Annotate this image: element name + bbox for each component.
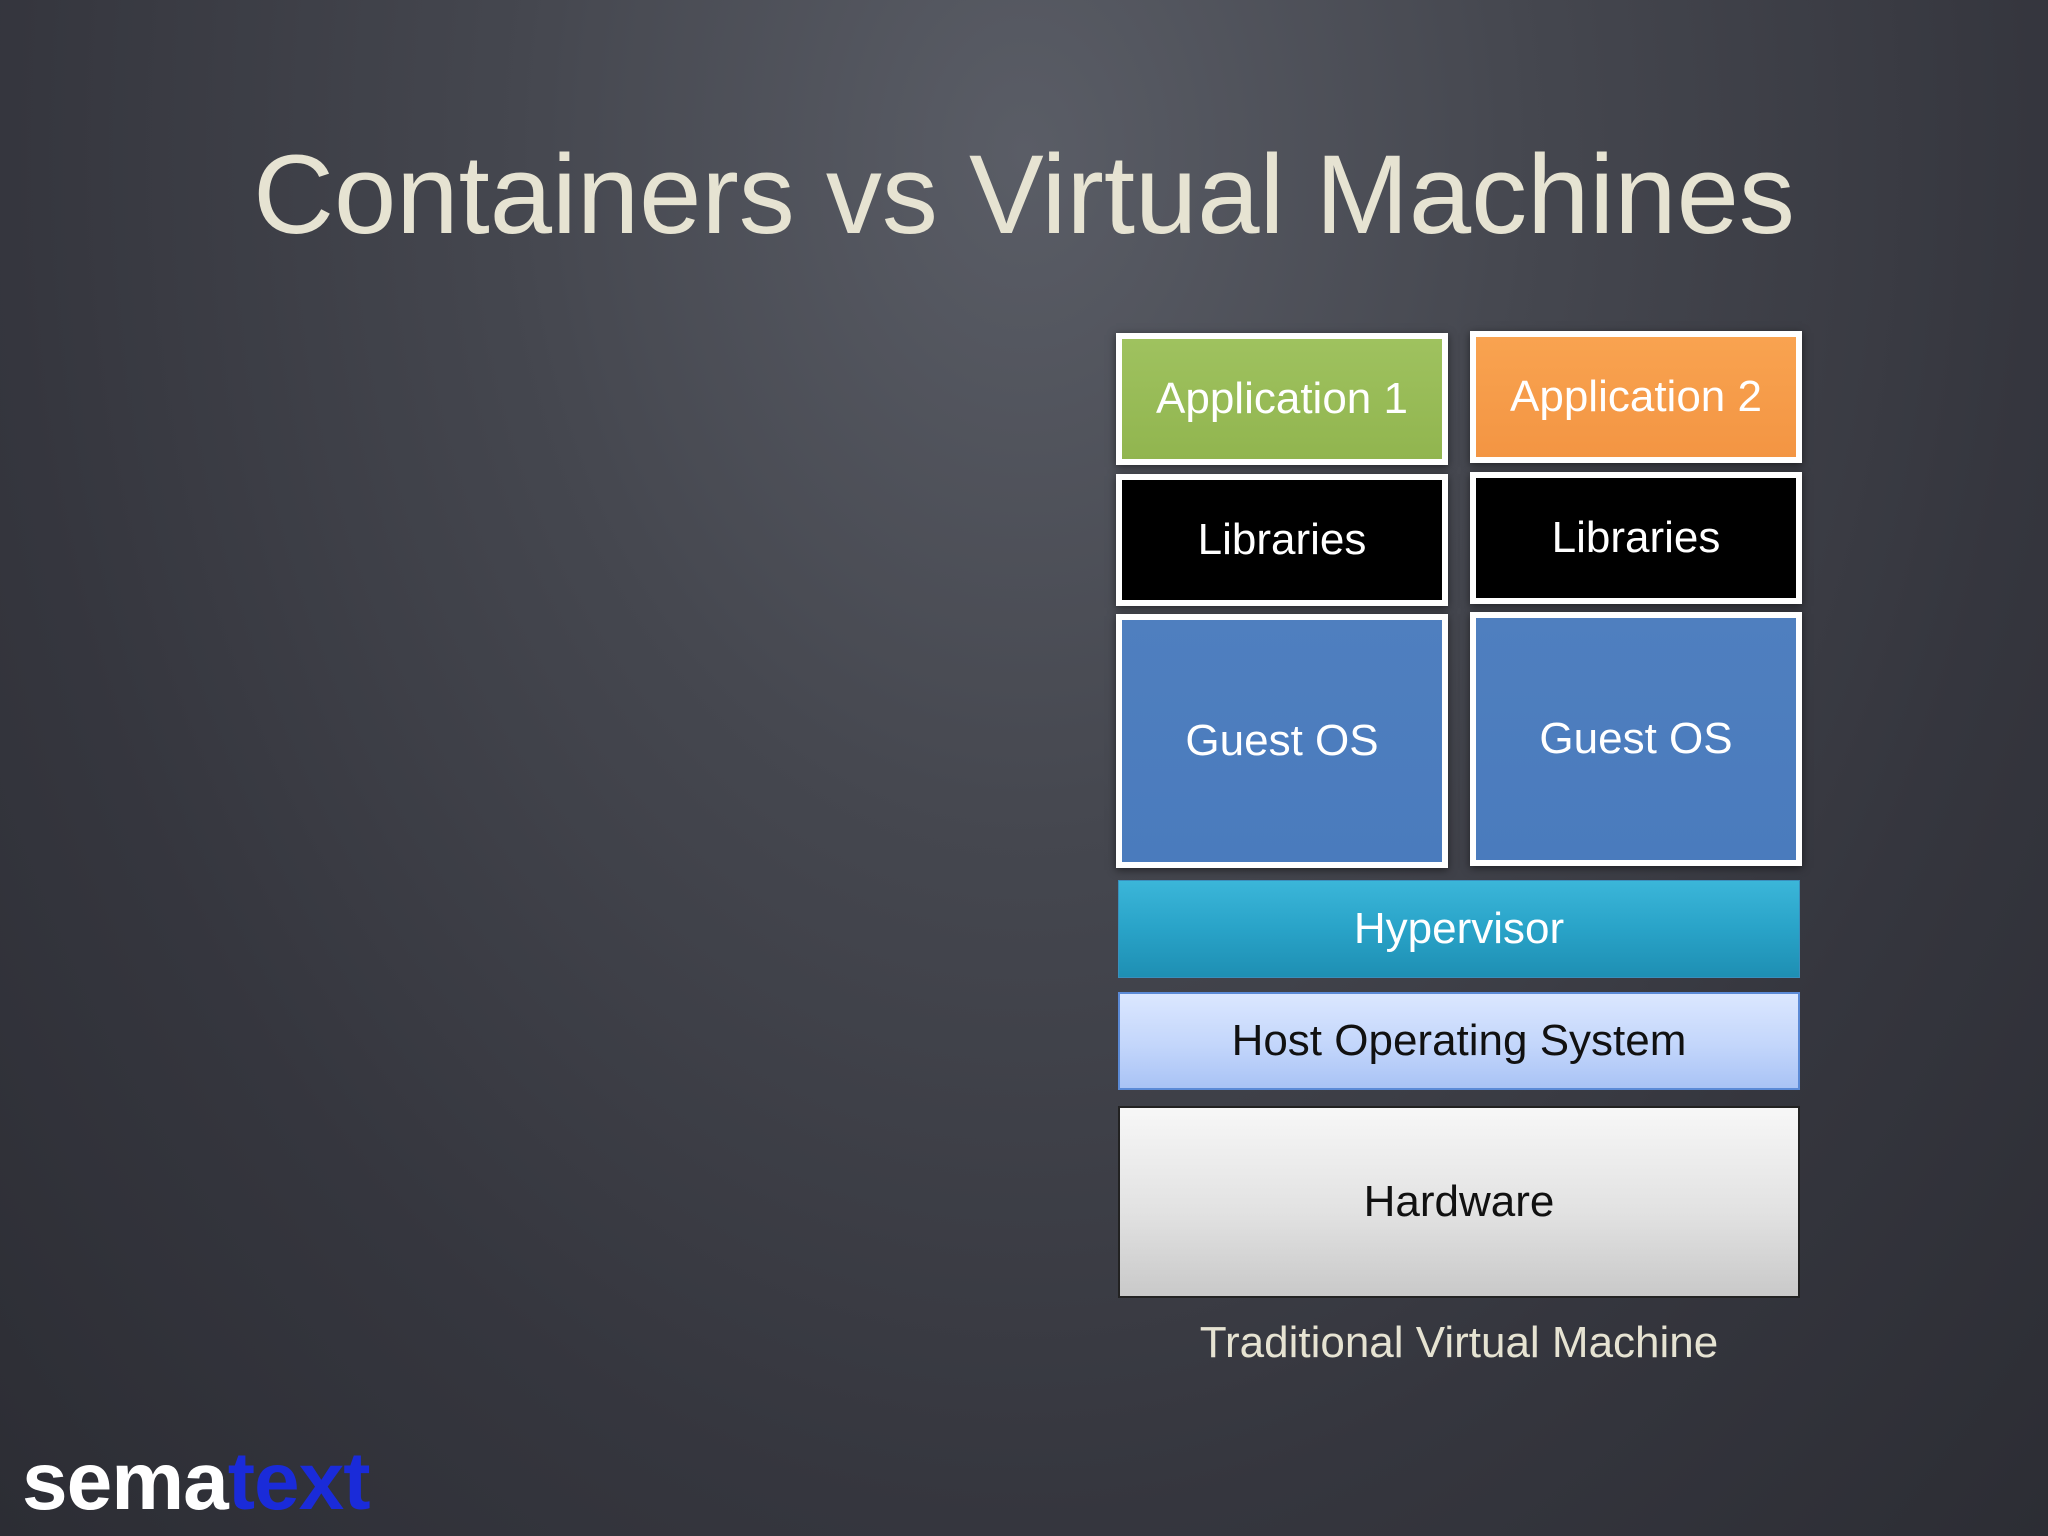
application-2-box: Application 2 <box>1470 331 1802 463</box>
sematext-logo: sematext <box>22 1432 371 1532</box>
guest-os-box-2: Guest OS <box>1470 612 1802 866</box>
hardware-layer: Hardware <box>1118 1106 1800 1298</box>
logo-part-sema: sema <box>22 1436 229 1527</box>
libraries-box-1: Libraries <box>1116 474 1448 606</box>
application-1-box: Application 1 <box>1116 333 1448 465</box>
guest-os-box-1: Guest OS <box>1116 614 1448 868</box>
slide-title: Containers vs Virtual Machines <box>253 132 1795 257</box>
hypervisor-layer: Hypervisor <box>1118 880 1800 978</box>
libraries-box-2: Libraries <box>1470 472 1802 604</box>
host-os-layer: Host Operating System <box>1118 992 1800 1090</box>
diagram-caption: Traditional Virtual Machine <box>1199 1318 1719 1367</box>
logo-part-text: text <box>227 1436 371 1527</box>
